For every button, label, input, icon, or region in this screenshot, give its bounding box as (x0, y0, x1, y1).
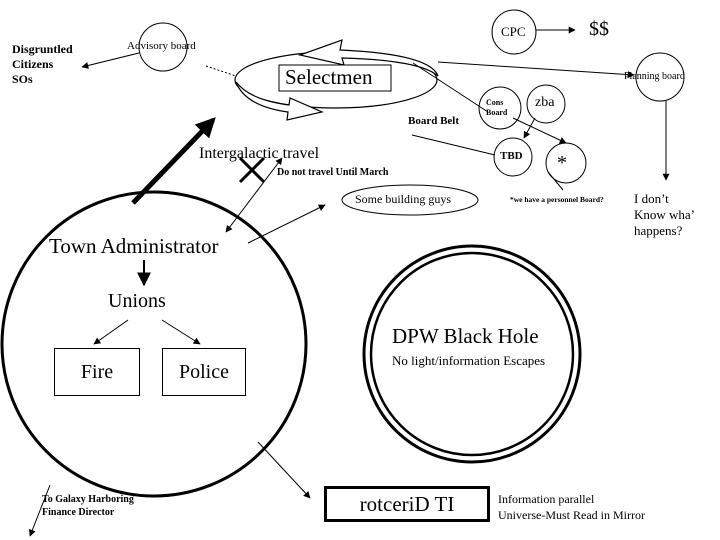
selectmen-ring-top-arrow (297, 39, 439, 77)
town-administrator-label: Town Administrator (49, 234, 219, 258)
disgruntled-label: Disgruntled Citizens SOs (12, 43, 73, 85)
personnel-board-label: *we have a personnel Board? (510, 195, 604, 204)
big-thick-arrow (131, 117, 216, 205)
selectmen-to-planning-arrow (437, 61, 635, 79)
intergalactic-travel-arrow (225, 157, 283, 233)
tbd-circle (493, 137, 533, 177)
dpw-black-hole-inner-ring (369, 251, 575, 457)
parallel-universe-label: Information parallel Universe-Must Read … (498, 493, 645, 521)
building-guys-label: Some building guys (355, 192, 452, 206)
unions-to-police-arrow (161, 319, 201, 345)
tbd-to-personnel-line (547, 171, 564, 191)
galaxy-line-2: Finance Director (42, 507, 115, 518)
money-label: $$ (589, 18, 609, 40)
parallel-line-2: Universe-Must Read in Mirror (498, 508, 645, 522)
unions-label: Unions (108, 290, 166, 312)
to-finance-galaxy-arrow (29, 484, 51, 537)
planning-board-label: Planning board (624, 71, 685, 82)
dont-know-line-3: happens? (634, 223, 683, 238)
cons-board-line-2: Board (486, 108, 508, 117)
to-it-director-arrow (257, 441, 311, 499)
galaxy-line-1: To Galaxy Harboring (42, 494, 134, 505)
police-box: Police (162, 348, 246, 396)
cons-board-circle (478, 86, 522, 130)
cpc-circle (491, 9, 537, 55)
dpw-black-hole-label: DPW Black Hole (392, 324, 539, 348)
cpc-label: CPC (501, 24, 526, 39)
advisory-to-disgruntled-arrow (81, 52, 140, 69)
dont-know-label: I don’t Know wha’ happens? (634, 192, 695, 237)
cons-board-label: Cons Board (486, 99, 507, 117)
star-label: * (557, 152, 567, 174)
fire-box: Fire (54, 348, 140, 396)
selectmen-label: Selectmen (285, 65, 373, 89)
parallel-line-1: Information parallel (498, 492, 595, 506)
belt-to-cons-line (412, 62, 489, 113)
no-light-label: No light/information Escapes (392, 353, 546, 368)
fire-label: Fire (80, 360, 114, 383)
advisory-board-circle (138, 22, 188, 72)
selectmen-ring-bottom-arrow (235, 81, 324, 121)
zba-to-tbd-arrow (523, 117, 536, 139)
disgruntled-line-3: SOs (12, 72, 33, 86)
advisory-to-selectmen-dotted (205, 65, 237, 77)
cons-to-star-arrow (512, 117, 567, 144)
dont-know-line-2: Know wha’ (634, 207, 696, 222)
disgruntled-line-2: Citizens (12, 57, 54, 71)
town-administrator-circle (0, 190, 308, 498)
selectmen-box (278, 64, 392, 92)
dpw-black-hole-outer-ring (362, 244, 582, 464)
unions-to-fire-arrow (93, 319, 129, 345)
tbd-label: TBD (500, 150, 523, 162)
building-guys-oval (341, 184, 479, 216)
police-label: Police (179, 360, 229, 383)
zba-label: zba (535, 95, 555, 110)
cons-board-line-1: Cons (486, 98, 504, 107)
it-director-box: rotceriD TI (324, 486, 490, 522)
board-belt-label: Board Belt (408, 115, 460, 127)
do-not-travel-label: Do not travel Until March (277, 167, 389, 178)
intergalactic-travel-label: Intergalactic travel (199, 145, 320, 162)
planning-board-circle (635, 52, 685, 102)
advisory-board-label: Advisory board (127, 40, 196, 52)
dont-know-line-1: I don’t (634, 191, 669, 206)
disgruntled-line-1: Disgruntled (12, 42, 73, 56)
it-director-label: rotceriD TI (359, 491, 455, 516)
cons-to-tbd-line (411, 134, 496, 156)
galaxy-finance-label: To Galaxy Harboring Finance Director (42, 495, 134, 518)
zba-circle (526, 84, 566, 124)
admin-to-building-arrow (247, 204, 326, 244)
